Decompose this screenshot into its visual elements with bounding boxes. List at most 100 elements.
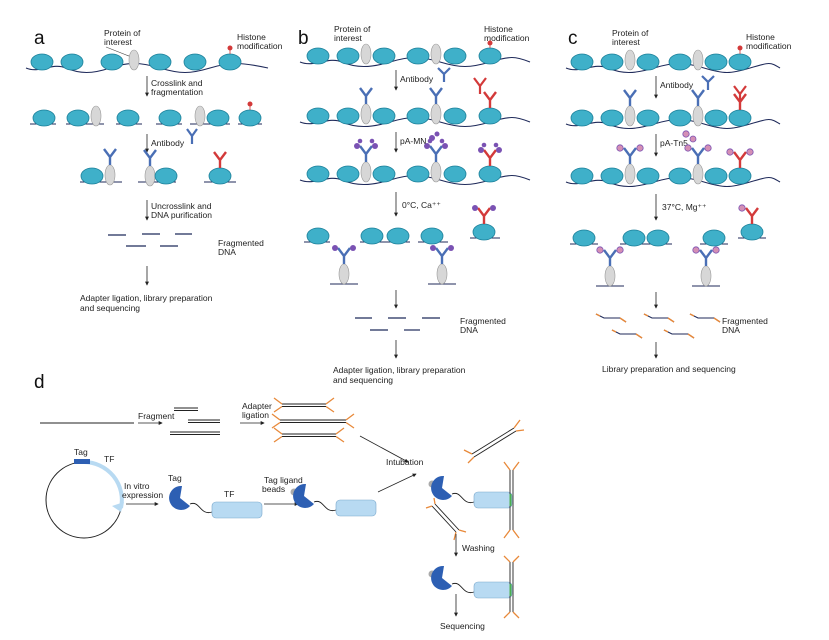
fragmented-label: DNA [722, 325, 740, 335]
step-label: Fragment [138, 411, 175, 421]
step-label: Washing [462, 543, 495, 553]
histone-label: Histone [746, 32, 775, 42]
antibody-red [213, 151, 227, 168]
step-label: beads [262, 484, 285, 494]
pa-mn-bound-row [306, 138, 502, 183]
nucleosome [30, 53, 54, 71]
step-label: pA-MN [400, 136, 426, 146]
final-label: and sequencing [80, 303, 140, 313]
tag-tf-fusion [169, 485, 263, 519]
nucleosome [80, 167, 104, 185]
final-label: Library preparation and sequencing [602, 364, 736, 374]
tag-label: Tag [168, 473, 182, 483]
step-label: fragmentation [151, 87, 203, 97]
protein-label: interest [334, 33, 363, 43]
antibody-bound-row [570, 89, 752, 127]
panel-b: b Protein of interest Histone modificati… [298, 24, 531, 385]
protein-of-interest [128, 49, 140, 71]
panel-d: d Fragment Adapter ligation [34, 372, 525, 631]
protein-of-interest [194, 105, 206, 127]
fragmented-label: DNA [460, 325, 478, 335]
fragmented-label: Fragmented [460, 316, 506, 326]
step-label: Tag ligand [264, 475, 303, 485]
nucleosome [32, 109, 56, 127]
step-label: DNA purification [151, 210, 212, 220]
step-label: Antibody [400, 74, 434, 84]
antibody-icon [733, 85, 747, 102]
histone-mark [247, 101, 253, 107]
step-label: Intubation [386, 457, 424, 467]
step-label: ligation [242, 410, 269, 420]
step-label: In vitro [124, 481, 150, 491]
protein-of-interest [104, 164, 116, 186]
antibody-icon [186, 128, 198, 144]
antibody-bound-row [306, 87, 502, 125]
antibody-icon [473, 77, 487, 94]
protein-of-interest [90, 105, 102, 127]
nucleosome-row [570, 45, 752, 71]
panel-c-letter: c [568, 28, 578, 49]
nucleosome [218, 53, 242, 71]
histone-label: Histone [237, 32, 266, 42]
step-label: pA-Tn5 [660, 138, 688, 148]
antibody-icon [437, 67, 451, 82]
nucleosome [154, 167, 178, 185]
panel-a: a Protein of interest Histone modificati… [25, 28, 283, 313]
panel-b-letter: b [298, 28, 309, 49]
histone-label: modification [484, 33, 530, 43]
nucleosome [60, 53, 84, 71]
nucleosome [116, 109, 140, 127]
final-label: Adapter ligation, library preparation [333, 365, 466, 375]
histone-label: Histone [484, 24, 513, 34]
nucleosome-row [30, 45, 242, 71]
panel-d-letter: d [34, 372, 45, 393]
step-label: Uncrosslink and [151, 201, 212, 211]
nucleosome [100, 53, 124, 71]
antibody-icon [701, 75, 715, 90]
nucleosome [66, 109, 90, 127]
protein-label: Protein of [104, 28, 141, 38]
protein-of-interest [144, 165, 156, 187]
fragmented-dna [170, 407, 220, 435]
protein-label: Protein of [612, 28, 649, 38]
protein-label: interest [612, 37, 641, 47]
antibody-bound-row [80, 148, 236, 187]
antibody-blue [143, 149, 157, 166]
step-label: 37°C, Mg⁺⁺ [662, 202, 707, 212]
pa-tn5-icon [682, 130, 697, 143]
fragmented-label: Fragmented [218, 238, 264, 248]
nucleosome [148, 53, 172, 71]
nucleosome [183, 53, 207, 71]
nucleosome [206, 109, 230, 127]
bead-bound-fusion [290, 483, 377, 517]
tag-label: Tag [74, 447, 88, 457]
adapter-tagged-dna [595, 313, 721, 339]
plasmid [45, 459, 124, 539]
panel-a-letter: a [34, 28, 45, 49]
step-arrow [359, 435, 409, 463]
fragmented-label: DNA [218, 247, 236, 257]
adapter-ligated-dna [271, 397, 355, 443]
antibody-blue [103, 148, 117, 165]
final-label: Adapter ligation, library preparation [80, 293, 213, 303]
nucleosome [208, 167, 232, 185]
binding-complex [425, 419, 525, 541]
tf-label: TF [104, 454, 114, 464]
tagmented-fragments [570, 204, 766, 287]
step-label: Antibody [151, 138, 185, 148]
washed-complex [428, 555, 520, 619]
protein-label: Protein of [334, 24, 371, 34]
nucleosome-row [306, 40, 502, 65]
panel-c: c Protein of interest Histone modificati… [565, 28, 792, 374]
fragmented-label: Fragmented [722, 316, 768, 326]
histone-label: modification [237, 41, 283, 51]
step-label: expression [122, 490, 163, 500]
histone-mark [227, 45, 233, 51]
step-label: Antibody [660, 80, 694, 90]
cleaved-fragments [304, 205, 500, 285]
final-label: and sequencing [333, 375, 393, 385]
step-label: Adapter [242, 401, 272, 411]
protein-label: interest [104, 37, 133, 47]
step-arrow [377, 473, 417, 493]
